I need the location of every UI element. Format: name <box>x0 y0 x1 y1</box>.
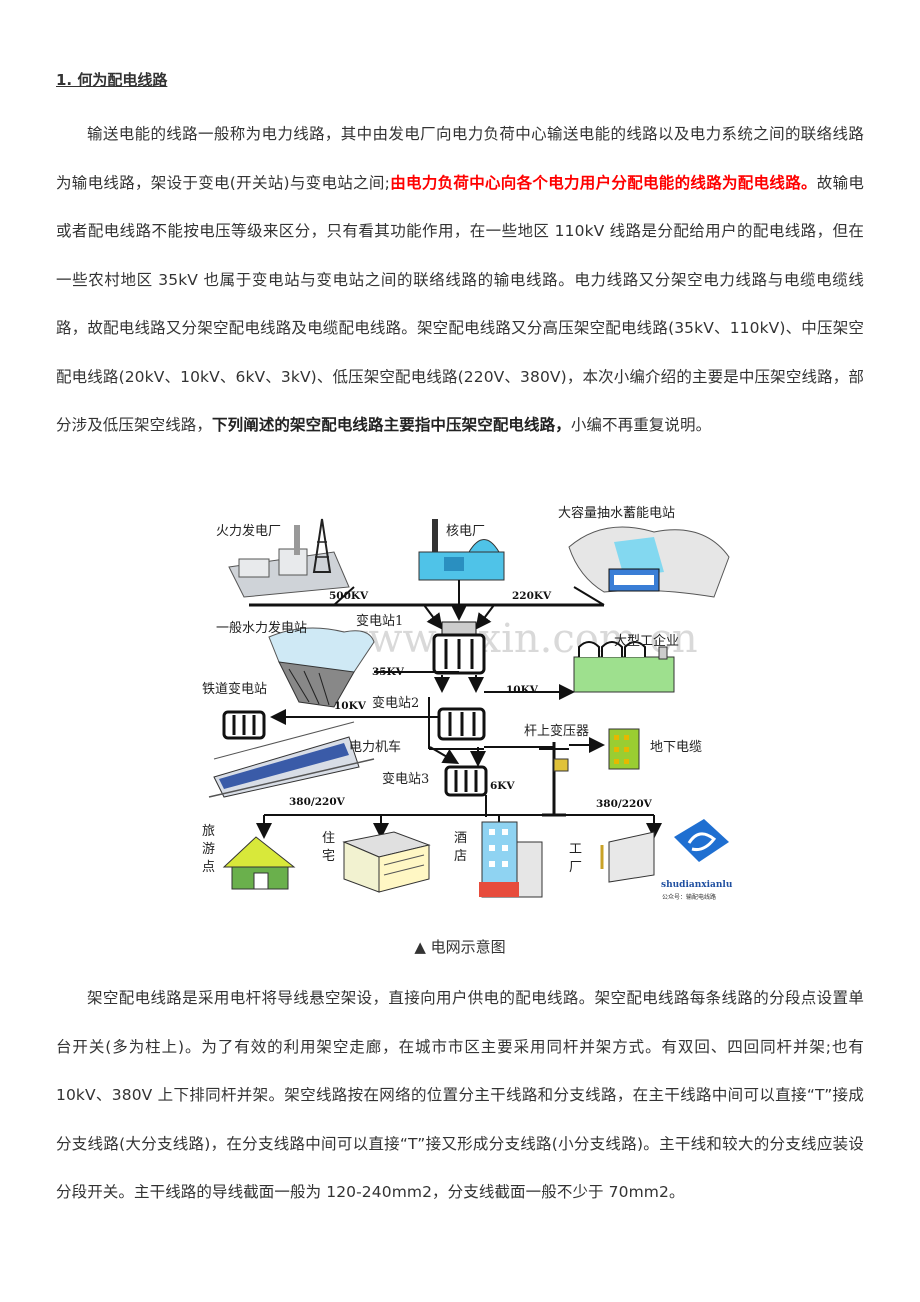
label-pumped: 大容量抽水蓄能电站 <box>558 505 675 521</box>
label-hotel-2: 店 <box>454 849 467 864</box>
label-500kv: 500KV <box>329 590 369 602</box>
logo-icon <box>674 819 729 862</box>
label-220kv: 220KV <box>512 590 552 602</box>
locomotive-icon <box>208 721 375 798</box>
label-nuclear: 核电厂 <box>446 524 485 539</box>
label-tourist-1: 旅 <box>202 824 215 839</box>
label-380v-b: 380/220V <box>596 798 653 810</box>
factory-icon <box>600 831 655 883</box>
label-factory-1: 工 <box>569 842 582 857</box>
label-pole-tx: 杆上变压器 <box>524 723 589 739</box>
label-cable: 地下电缆 <box>650 739 702 755</box>
label-hotel-1: 酒 <box>454 831 467 846</box>
logo-text: shudianxianlu <box>661 880 733 890</box>
label-sub3: 变电站3 <box>382 771 429 787</box>
paragraph-2: 架空配电线路是采用电杆将导线悬空架设，直接向用户供电的配电线路。架空配电线路每条… <box>56 989 864 1201</box>
paragraph-1: 输送电能的线路一般称为电力线路，其中由发电厂向电力负荷中心输送电能的线路以及电力… <box>56 110 864 450</box>
label-35kv: 35KV <box>372 666 405 678</box>
hydro-plant-icon <box>268 627 375 708</box>
logo-subtext: 公众号：输配电线路 <box>662 893 716 901</box>
residence-icon <box>342 831 431 893</box>
pumped-storage-icon <box>568 526 730 598</box>
substation-1-icon <box>432 621 486 675</box>
paragraph-1-text-a: 输送电能的线路一般称为电力线路，其中由发电厂向电力负荷中心输送电能的线路以及电力… <box>56 125 864 192</box>
nuclear-plant-icon <box>418 519 505 581</box>
label-railway-sub: 铁道变电站 <box>202 681 267 697</box>
label-380v-a: 380/220V <box>289 796 346 808</box>
power-grid-diagram: www.zixin.com.cn 火力发电厂 核电厂 大容量抽水蓄能电 <box>184 497 741 913</box>
highlight-red-text: 由电力负荷中心向各个电力用户分配电能的线路为配电线路。 <box>390 173 817 192</box>
underground-cable-icon <box>608 728 640 770</box>
paragraph-2-container: 架空配电线路是采用电杆将导线悬空架设，直接向用户供电的配电线路。架空配电线路每条… <box>56 974 864 1217</box>
section-heading: 1. 何为配电线路 <box>56 71 168 89</box>
railway-substation-icon <box>222 710 266 740</box>
label-sub2: 变电站2 <box>372 695 419 711</box>
label-residence-1: 住 <box>322 831 335 846</box>
industry-icon <box>573 641 675 693</box>
label-10kv-b: 10KV <box>334 700 367 712</box>
figure-caption: ▲ 电网示意图 <box>414 938 506 956</box>
paragraph-1-text-c: 小编不再重复说明。 <box>570 416 712 434</box>
hotel-icon <box>479 821 543 898</box>
label-industry: 大型工企业 <box>614 633 679 649</box>
label-locomotive: 电力机车 <box>349 739 401 755</box>
article-body: 1. 何为配电线路 输送电能的线路一般称为电力线路，其中由发电厂向电力负荷中心输… <box>56 56 864 450</box>
label-thermal: 火力发电厂 <box>216 523 281 539</box>
substation-2-icon <box>437 707 486 741</box>
label-factory-2: 厂 <box>569 860 582 875</box>
label-6kv: 6KV <box>490 780 515 792</box>
substation-3-icon <box>444 765 488 797</box>
tourist-icon <box>222 836 296 890</box>
paragraph-1-text-b: 故输电或者配电线路不能按电压等级来区分，只有看其功能作用，在一些地区 110kV… <box>56 173 864 435</box>
thermal-plant-icon <box>228 518 350 598</box>
label-10kv-a: 10KV <box>506 684 539 696</box>
label-hydro: 一般水力发电站 <box>216 620 307 636</box>
label-sub1: 变电站1 <box>356 613 403 629</box>
diagram-svg: www.zixin.com.cn 火力发电厂 核电厂 大容量抽水蓄能电 <box>184 497 741 913</box>
bold-text: 下列阐述的架空配电线路主要指中压架空配电线路， <box>212 416 571 434</box>
label-tourist-3: 点 <box>202 860 215 875</box>
label-tourist-2: 游 <box>202 842 215 857</box>
label-residence-2: 宅 <box>322 849 335 864</box>
